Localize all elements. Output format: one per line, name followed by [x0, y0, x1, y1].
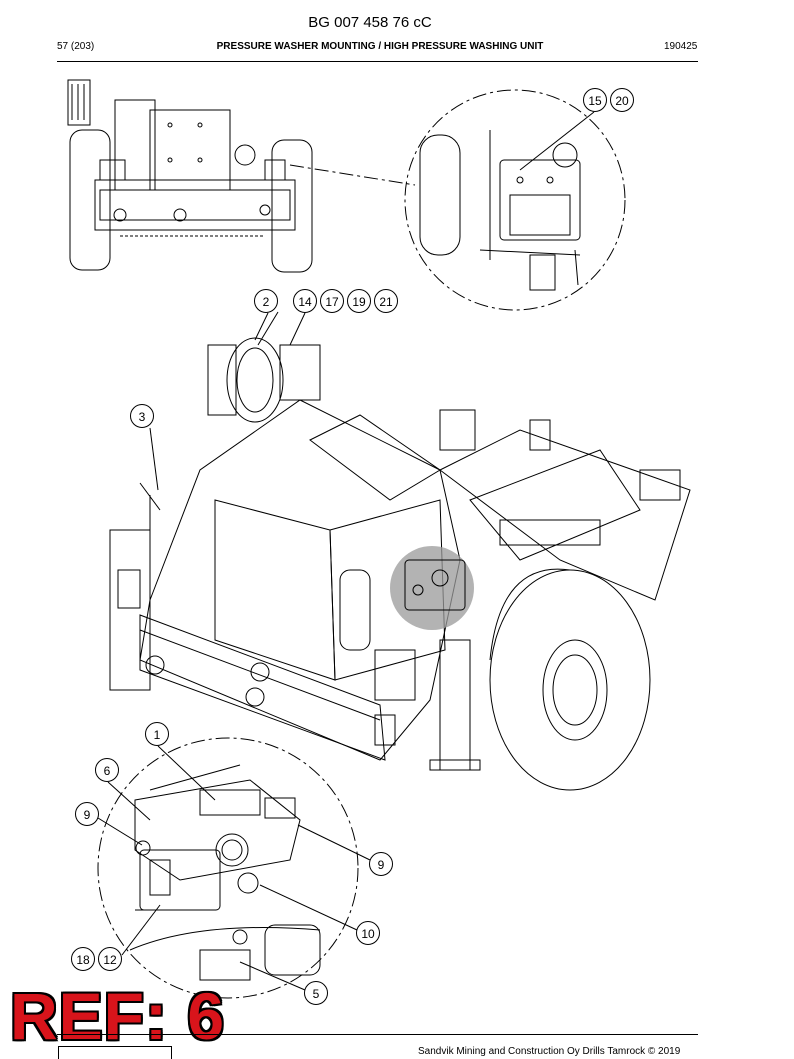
revision-date: 190425 — [664, 41, 698, 52]
callout-19: 19 — [347, 289, 371, 313]
document-number: BG 007 458 76 cC — [308, 14, 432, 31]
callout-14: 14 — [293, 289, 317, 313]
footer-copyright: Sandvik Mining and Construction Oy Drill… — [418, 1046, 681, 1057]
callout-9-left: 9 — [75, 802, 99, 826]
callout-3: 3 — [130, 404, 154, 428]
main-isometric-view — [109, 312, 691, 791]
callout-9-right: 9 — [369, 852, 393, 876]
page-number: 57 (203) — [57, 41, 95, 52]
page-title: PRESSURE WASHER MOUNTING / HIGH PRESSURE… — [216, 41, 544, 52]
callout-6: 6 — [95, 758, 119, 782]
callout-5: 5 — [304, 981, 328, 1005]
ref-stamp: REF: 6 — [10, 979, 226, 1053]
callout-15: 15 — [583, 88, 607, 112]
callout-12: 12 — [98, 947, 122, 971]
detail-circle-top — [404, 89, 626, 311]
footer-rule — [57, 1034, 698, 1035]
callout-18: 18 — [71, 947, 95, 971]
callout-10: 10 — [356, 921, 380, 945]
callout-20: 20 — [610, 88, 634, 112]
highlighted-washer-unit — [390, 546, 474, 630]
callout-1: 1 — [145, 722, 169, 746]
overview-rear-view — [67, 79, 313, 273]
callout-21: 21 — [374, 289, 398, 313]
detail-circle-bottom — [97, 737, 359, 999]
header-rule — [57, 61, 698, 62]
callout-17: 17 — [320, 289, 344, 313]
callout-2: 2 — [254, 289, 278, 313]
